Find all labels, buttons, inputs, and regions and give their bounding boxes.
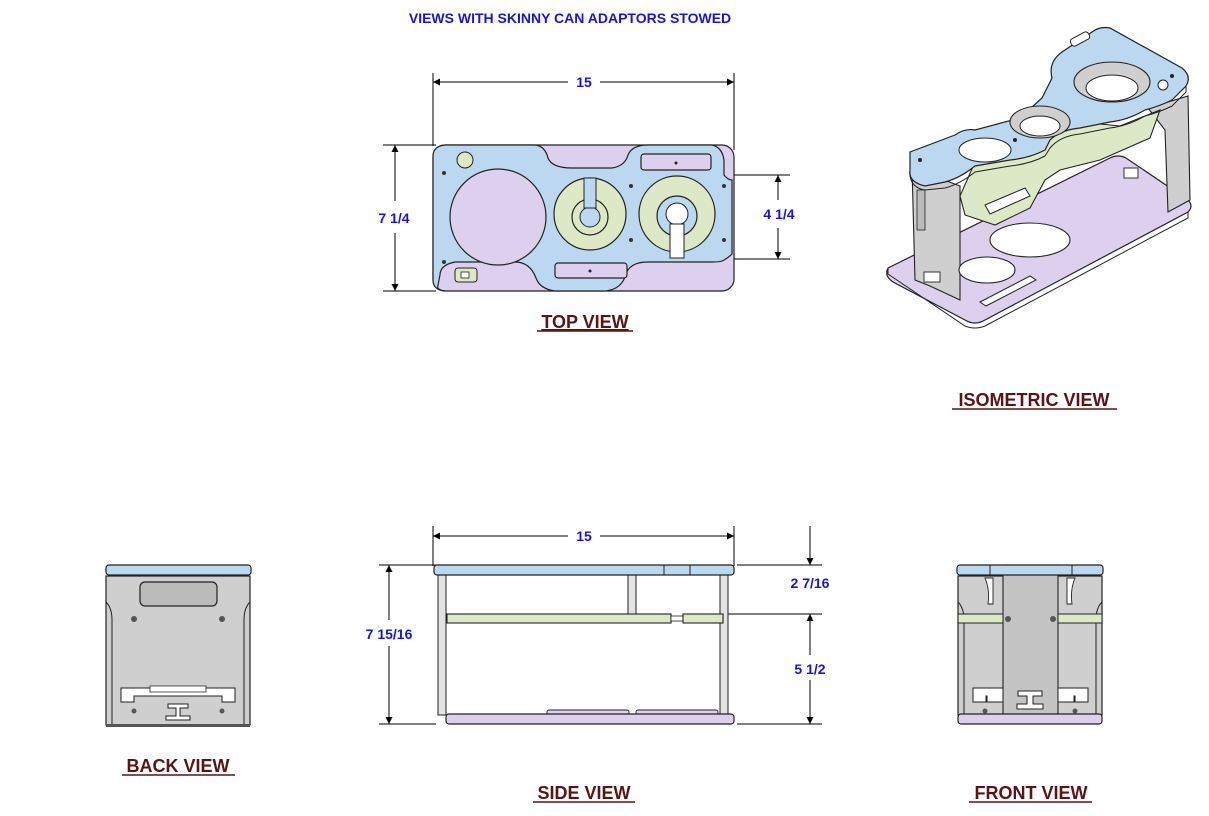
side-view-base-plate	[445, 713, 735, 725]
top-view-body	[432, 144, 735, 292]
side-view: 15 7 15/16 2 7/16 5 1/2	[366, 526, 830, 803]
drawing-title: VIEWS WITH SKINNY CAN ADAPTORS STOWED	[409, 10, 731, 26]
isometric-view: ISOMETRIC VIEW	[886, 26, 1192, 410]
front-view-top-plate	[956, 564, 1104, 576]
side-view-lower-value: 5 1/2	[794, 661, 825, 677]
side-view-upper-dimension: 2 7/16	[725, 526, 830, 615]
side-view-height-dimension: 7 15/16	[366, 564, 436, 725]
top-view-height-dimension: 7 1/4	[378, 144, 436, 292]
front-view-base-plate	[957, 713, 1103, 725]
side-view-height-value: 7 15/16	[366, 626, 413, 642]
top-view-inner-value: 4 1/4	[763, 206, 794, 222]
side-view-width-value: 15	[576, 528, 592, 544]
side-view-upper-value: 2 7/16	[791, 575, 830, 591]
top-view-width-dimension: 15	[432, 73, 735, 150]
back-view-label: BACK VIEW	[127, 756, 230, 776]
front-view: FRONT VIEW	[956, 564, 1104, 803]
top-view-inner-dimension: 4 1/4	[732, 174, 795, 260]
isometric-view-label: ISOMETRIC VIEW	[958, 390, 1109, 410]
top-view-width-value: 15	[576, 74, 592, 90]
back-view: BACK VIEW	[105, 564, 252, 776]
side-view-mid-plate	[446, 613, 672, 624]
front-view-label: FRONT VIEW	[975, 783, 1088, 803]
side-view-lower-dimension: 5 1/2	[737, 614, 826, 725]
top-view-label: TOP VIEW	[541, 312, 628, 332]
top-view: 15 7 1/4 4 1/4	[378, 73, 795, 332]
side-view-width-dimension: 15	[432, 526, 735, 566]
side-view-label: SIDE VIEW	[537, 783, 630, 803]
side-view-top-plate	[433, 564, 735, 576]
top-view-height-value: 7 1/4	[378, 210, 409, 226]
back-view-top-plate	[105, 564, 252, 576]
